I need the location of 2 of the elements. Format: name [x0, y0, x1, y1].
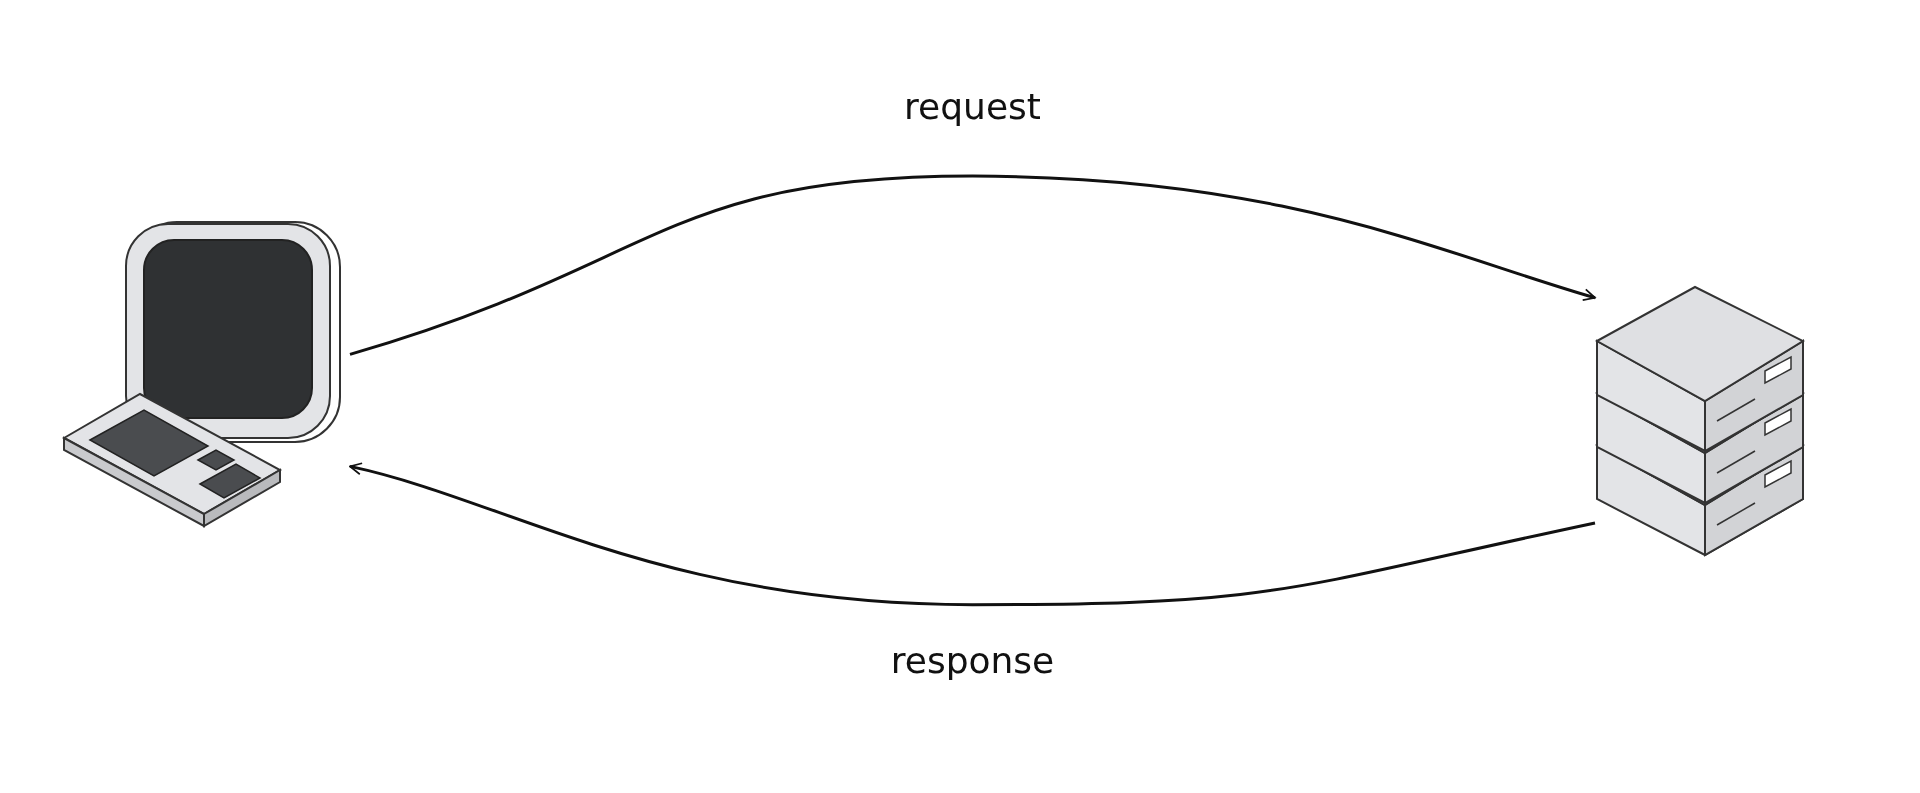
arrow: [349, 462, 1596, 607]
arrow: [349, 174, 1596, 356]
